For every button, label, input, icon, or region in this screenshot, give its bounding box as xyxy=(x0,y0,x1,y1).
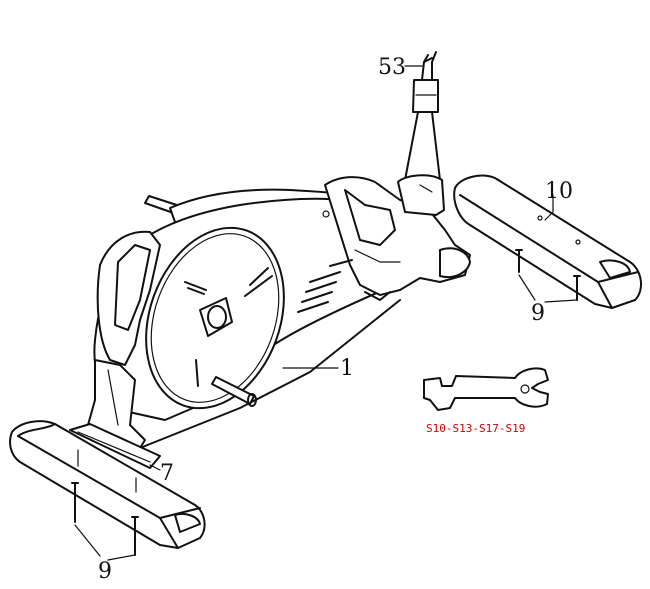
front-stabilizer xyxy=(453,174,642,309)
tool-caption: S10-S13-S17-S19 xyxy=(426,422,525,435)
callout-leaders xyxy=(74,65,578,561)
callout-bolts-front: 9 xyxy=(531,301,545,326)
callout-rear-stabilizer: 7 xyxy=(160,461,174,486)
rear-stabilizer xyxy=(9,420,206,556)
upright-post xyxy=(397,51,445,216)
callout-bolts-rear: 9 xyxy=(98,559,112,584)
flywheel-disc xyxy=(145,226,285,410)
callout-front-stabilizer: 10 xyxy=(545,179,573,204)
callout-post: 53 xyxy=(378,55,406,80)
callout-frame: 1 xyxy=(340,356,354,381)
wrench-tool xyxy=(423,367,549,411)
